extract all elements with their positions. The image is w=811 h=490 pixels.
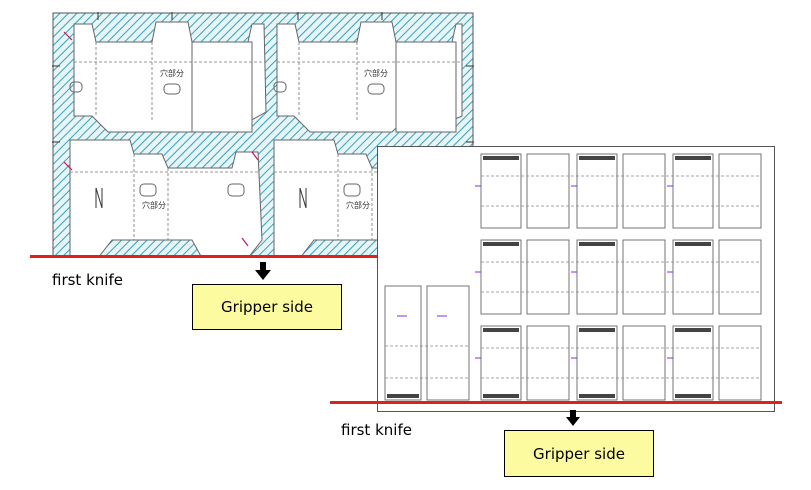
knife-line-right [330, 401, 782, 404]
left-die-svg: 穴部分 穴部分 穴部分 穴部分 [52, 12, 474, 258]
right-die-svg [377, 146, 775, 412]
carton-upper-left-b [191, 41, 253, 133]
knife-label-right: first knife [341, 421, 412, 439]
gripper-label-right: Gripper side [504, 430, 654, 477]
hole-mark-2: 穴部分 [364, 68, 388, 78]
arrow-down-icon [255, 262, 271, 280]
arrow-down-icon [566, 410, 580, 426]
gripper-label-left: Gripper side [192, 284, 342, 330]
carton-upper-right-b [395, 41, 457, 133]
hole-mark-4: 穴部分 [346, 200, 370, 210]
carton-lower-left [69, 139, 263, 258]
left-die-layout: 穴部分 穴部分 穴部分 穴部分 [52, 12, 474, 258]
hole-mark-3: 穴部分 [142, 200, 166, 210]
knife-label-left: first knife [52, 271, 123, 289]
knife-line-left [30, 255, 475, 258]
hole-mark-1: 穴部分 [160, 68, 184, 78]
right-die-layout [377, 146, 775, 412]
